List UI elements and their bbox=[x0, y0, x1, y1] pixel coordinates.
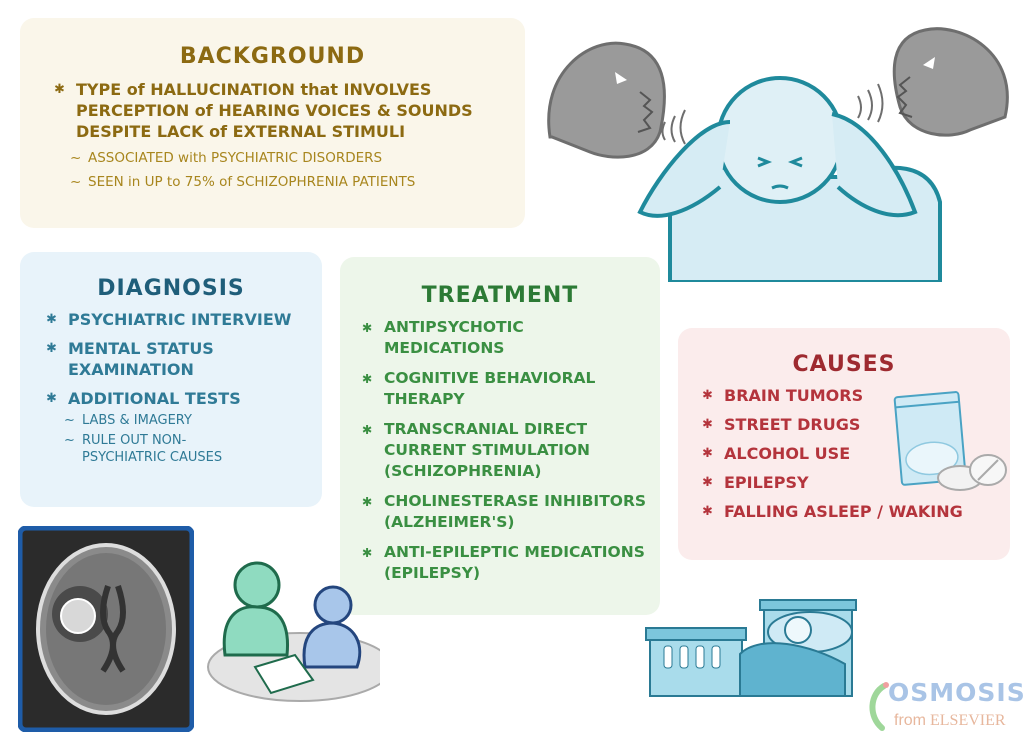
treatment-bullet: TRANSCRANIAL DIRECT CURRENT STIMULATION … bbox=[362, 419, 654, 482]
treatment-list: ANTIPSYCHOTIC MEDICATIONS COGNITIVE BEHA… bbox=[340, 317, 660, 584]
logo-from-text: from bbox=[894, 712, 926, 729]
background-subitem: ASSOCIATED with PSYCHIATRIC DISORDERS bbox=[68, 146, 525, 170]
background-subitem: SEEN in UP to 75% of SCHIZOPHRENIA PATIE… bbox=[68, 170, 525, 194]
sound-waves-icon bbox=[661, 83, 884, 145]
pills-bag-icon bbox=[893, 391, 1007, 491]
from-elsevier: from ELSEVIER bbox=[894, 712, 1006, 730]
causes-bullet: STREET DRUGS bbox=[702, 414, 1010, 435]
treatment-bullet: ANTIPSYCHOTIC MEDICATIONS bbox=[362, 317, 564, 359]
background-title: BACKGROUND bbox=[179, 44, 366, 69]
osmosis-brand: OSMOSIS bbox=[888, 678, 1024, 707]
brain-mri-image bbox=[18, 526, 194, 732]
causes-title: CAUSES bbox=[792, 352, 896, 377]
diagnosis-bullet: ADDITIONAL TESTS bbox=[46, 388, 322, 409]
causes-bullet: ALCOHOL USE bbox=[702, 443, 1010, 464]
background-list: TYPE of HALLUCINATION that INVOLVES PERC… bbox=[20, 79, 525, 142]
hearing-voices-illustration bbox=[547, 27, 1009, 282]
diagnosis-subitem: RULE OUT NON-PSYCHIATRIC CAUSES bbox=[62, 432, 262, 466]
diagnosis-bullet: MENTAL STATUS EXAMINATION bbox=[46, 338, 238, 380]
angry-voice-bubble-right-icon bbox=[892, 27, 1009, 137]
osmosis-logo-mark-icon bbox=[869, 682, 889, 731]
diagnosis-card: DIAGNOSIS PSYCHIATRIC INTERVIEW MENTAL S… bbox=[20, 252, 322, 507]
treatment-card: TREATMENT ANTIPSYCHOTIC MEDICATIONS COGN… bbox=[340, 257, 660, 615]
background-bullet: TYPE of HALLUCINATION that INVOLVES PERC… bbox=[54, 79, 516, 142]
sleeping-in-bed-illustration bbox=[645, 599, 857, 697]
treatment-bullet: COGNITIVE BEHAVIORAL THERAPY bbox=[362, 368, 654, 410]
person-covering-ears-icon bbox=[637, 76, 942, 282]
causes-card: CAUSES BRAIN TUMORS STREET DRUGS ALCOHOL… bbox=[678, 328, 1010, 560]
treatment-title: TREATMENT bbox=[421, 283, 579, 308]
background-card: BACKGROUND TYPE of HALLUCINATION that IN… bbox=[20, 18, 525, 228]
causes-bullet: EPILEPSY bbox=[702, 472, 1010, 493]
background-sublist: ASSOCIATED with PSYCHIATRIC DISORDERS SE… bbox=[20, 146, 525, 194]
treatment-bullet: CHOLINESTERASE INHIBITORS (ALZHEIMER'S) bbox=[362, 491, 654, 533]
diagnosis-title: DIAGNOSIS bbox=[97, 276, 245, 301]
osmosis-logo: OSMOSIS from ELSEVIER bbox=[866, 674, 1024, 744]
causes-bullet: BRAIN TUMORS bbox=[702, 385, 1010, 406]
diagnosis-subitem: LABS & IMAGERY bbox=[62, 412, 322, 429]
causes-list: BRAIN TUMORS STREET DRUGS ALCOHOL USE EP… bbox=[678, 385, 1010, 522]
treatment-bullet: ANTI-EPILEPTIC MEDICATIONS (EPILEPSY) bbox=[362, 542, 654, 584]
psychiatric-interview-illustration bbox=[207, 561, 380, 702]
angry-voice-bubble-left-icon bbox=[547, 41, 666, 159]
causes-bullet: FALLING ASLEEP / WAKING bbox=[702, 501, 1010, 522]
diagnosis-bullet: PSYCHIATRIC INTERVIEW bbox=[46, 309, 322, 330]
logo-company-text: ELSEVIER bbox=[930, 712, 1006, 729]
diagnosis-list: PSYCHIATRIC INTERVIEW MENTAL STATUS EXAM… bbox=[20, 309, 322, 409]
diagnosis-sublist: LABS & IMAGERY RULE OUT NON-PSYCHIATRIC … bbox=[20, 412, 322, 466]
